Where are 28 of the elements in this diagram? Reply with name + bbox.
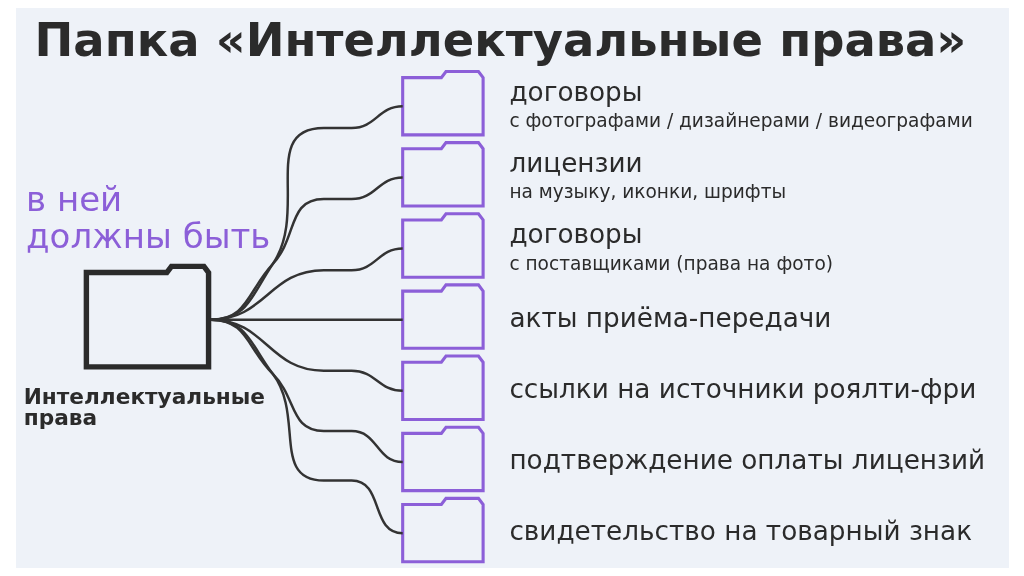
label: в ней должны быть — [25, 178, 270, 256]
connector — [210, 318, 403, 321]
node-folder — [400, 69, 485, 137]
diagram-title: Папка «Интеллектуальные права» — [34, 12, 966, 67]
node-label: лицензии — [508, 148, 643, 179]
connector — [210, 318, 403, 535]
node-label: договоры — [508, 219, 643, 250]
node-label: с поставщиками (права на фото) — [508, 252, 833, 274]
node-folder — [83, 263, 211, 370]
node-folder — [400, 212, 485, 279]
node-label: подтверждение оплаты лицензий — [508, 445, 985, 476]
node-label: Интеллектуальные права — [23, 383, 265, 431]
node-label: на музыку, иконки, шрифты — [508, 181, 786, 203]
connector — [210, 247, 403, 321]
node-folder — [400, 425, 485, 493]
connector — [210, 176, 403, 321]
connector — [210, 105, 403, 321]
node-label: свидетельство на товарный знак — [508, 516, 972, 547]
node-folder — [400, 354, 485, 421]
connector — [210, 318, 403, 464]
node-folder — [400, 141, 485, 208]
node-label: акты приёма-передачи — [508, 302, 831, 333]
node-label: договоры — [508, 77, 643, 107]
node-label: с фотографами / дизайнерами / видеографами — [508, 110, 973, 132]
node-folder — [400, 496, 485, 564]
connector — [210, 318, 403, 393]
node-folder — [400, 283, 485, 350]
node-label: ссылки на источники роялти-фри — [508, 373, 976, 404]
